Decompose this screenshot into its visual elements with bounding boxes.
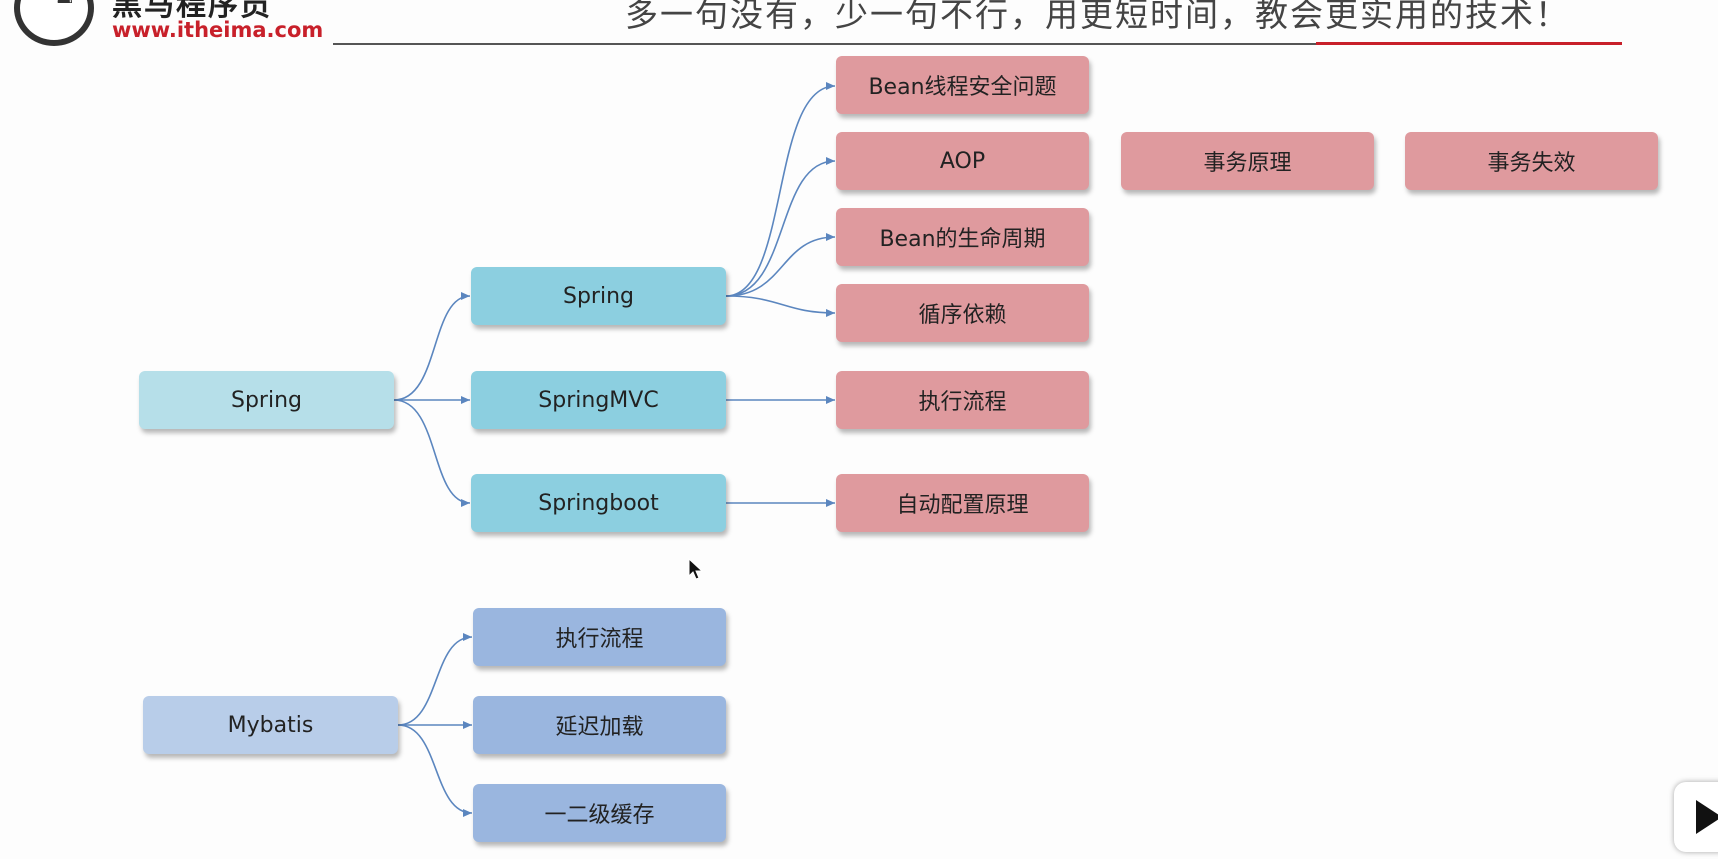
node-bean-lifecycle: Bean的生命周期 [836, 208, 1089, 266]
mouse-pointer-icon [688, 558, 704, 580]
header-divider-accent [1316, 42, 1622, 45]
node-springboot: Springboot [471, 474, 726, 532]
node-spring-root: Spring [139, 371, 394, 429]
edge-spring-to-circular-dependency [725, 295, 836, 317]
play-icon [1696, 800, 1718, 834]
slide-slogan: 多一句没有，少一句不行，用更短时间，教会更实用的技术！ [625, 0, 1570, 34]
node-aop: AOP [836, 132, 1089, 190]
edge-spring-root-to-spring [393, 292, 471, 401]
edge-spring-to-aop [725, 157, 836, 297]
header-divider [333, 43, 1316, 45]
node-transaction-principle: 事务原理 [1121, 132, 1374, 190]
edge-spring-to-bean-lifecycle [725, 233, 836, 297]
node-springmvc: SpringMVC [471, 371, 726, 429]
node-mybatis-flow: 执行流程 [473, 608, 726, 666]
edge-mybatis-to-flow [397, 633, 473, 726]
node-mybatis-root: Mybatis [143, 696, 398, 754]
edge-spring-root-to-springboot [393, 399, 471, 507]
brand-name: 黑马程序员 [112, 0, 272, 23]
node-lazy-loading: 延迟加载 [473, 696, 726, 754]
play-button[interactable] [1674, 782, 1718, 852]
node-circular-dependency: 循序依赖 [836, 284, 1089, 342]
node-autoconfig-principle: 自动配置原理 [836, 474, 1089, 532]
node-springmvc-flow: 执行流程 [836, 371, 1089, 429]
node-spring: Spring [471, 267, 726, 325]
edge-mybatis-to-cache [397, 724, 473, 817]
node-cache-levels: 一二级缓存 [473, 784, 726, 842]
brand-url: www.itheima.com [112, 18, 324, 42]
edge-spring-to-bean-safety [725, 82, 836, 297]
slide-header: ♞ 黑马程序员 www.itheima.com 多一句没有，少一句不行，用更短时… [0, 0, 1718, 50]
node-bean-thread-safety: Bean线程安全问题 [836, 56, 1089, 114]
node-transaction-failure: 事务失效 [1405, 132, 1658, 190]
